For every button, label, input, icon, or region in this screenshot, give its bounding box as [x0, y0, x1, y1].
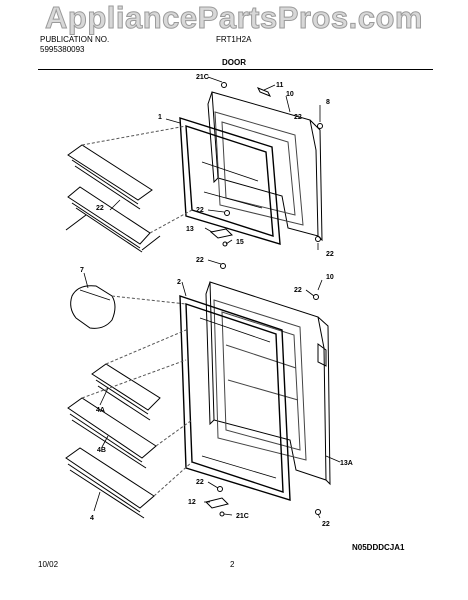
freezer-door-liner: [214, 111, 304, 226]
watermark: AppliancePartsPros.com: [45, 0, 423, 36]
dashed-guide-lines-lower: [81, 295, 193, 497]
callout-8: 22: [96, 205, 104, 212]
callout-22-d: 22: [326, 251, 334, 258]
dashed-guide-lines-upper: [81, 125, 193, 234]
callout-22-g: 22: [196, 479, 204, 486]
callout-11: 10: [286, 91, 294, 98]
fresh-food-door-gasket: [179, 295, 291, 501]
callout-22-b: 22: [294, 114, 302, 121]
callout-4a: 4A: [96, 407, 105, 414]
upper-hinge-parts: [209, 82, 323, 247]
callout-labels: 1 2 4 4A 4B 7 8 10 10 11 12 13 13A 15 21…: [80, 74, 353, 528]
section-title: DOOR: [222, 58, 246, 67]
leader-lines: [83, 76, 341, 519]
publication-label: PUBLICATION NO.: [40, 35, 110, 44]
lower-hinge-parts: [205, 263, 321, 517]
callout-22-e: 22: [196, 257, 204, 264]
freezer-shelf-lower: [65, 186, 161, 253]
footer-page: 2: [230, 560, 235, 569]
door-shelf-4b: [67, 397, 157, 469]
callout-15: 13A: [340, 460, 353, 467]
callout-12: 11: [276, 82, 284, 89]
fresh-food-door-liner: [213, 299, 307, 461]
callout-1: 1: [158, 114, 162, 121]
model-number: FRT1H2A: [216, 35, 252, 44]
callout-22-c: 22: [196, 207, 204, 214]
footer-date: 10/02: [38, 560, 59, 569]
callout-22-h: 22: [322, 521, 330, 528]
fresh-food-door-outer-panel: [205, 281, 331, 486]
callout-10-upper: 8: [326, 99, 330, 106]
callout-21c-upper: 15: [236, 239, 244, 246]
dairy-cover: [70, 285, 116, 329]
callout-22-f: 22: [294, 287, 302, 294]
callout-4b: 4B: [97, 447, 106, 454]
callout-21c-lower: 21C: [236, 513, 249, 520]
diagram-code: N05DDDCJA1: [352, 543, 405, 552]
callout-13: 12: [188, 499, 196, 506]
callout-22-a: 21C: [196, 74, 209, 81]
callout-4: 4: [90, 515, 94, 522]
freezer-door-outer-panel: [207, 91, 323, 242]
callout-10-lower: 10: [326, 274, 334, 281]
header-rule: [38, 69, 433, 70]
callout-13a: 13: [186, 226, 194, 233]
freezer-shelf-upper: [67, 144, 153, 210]
freezer-door-gasket: [179, 117, 281, 245]
publication-number: 5995380093: [40, 45, 85, 54]
callout-7: 7: [80, 267, 84, 274]
door-shelf-4: [65, 447, 155, 519]
callout-2: 2: [177, 279, 181, 286]
